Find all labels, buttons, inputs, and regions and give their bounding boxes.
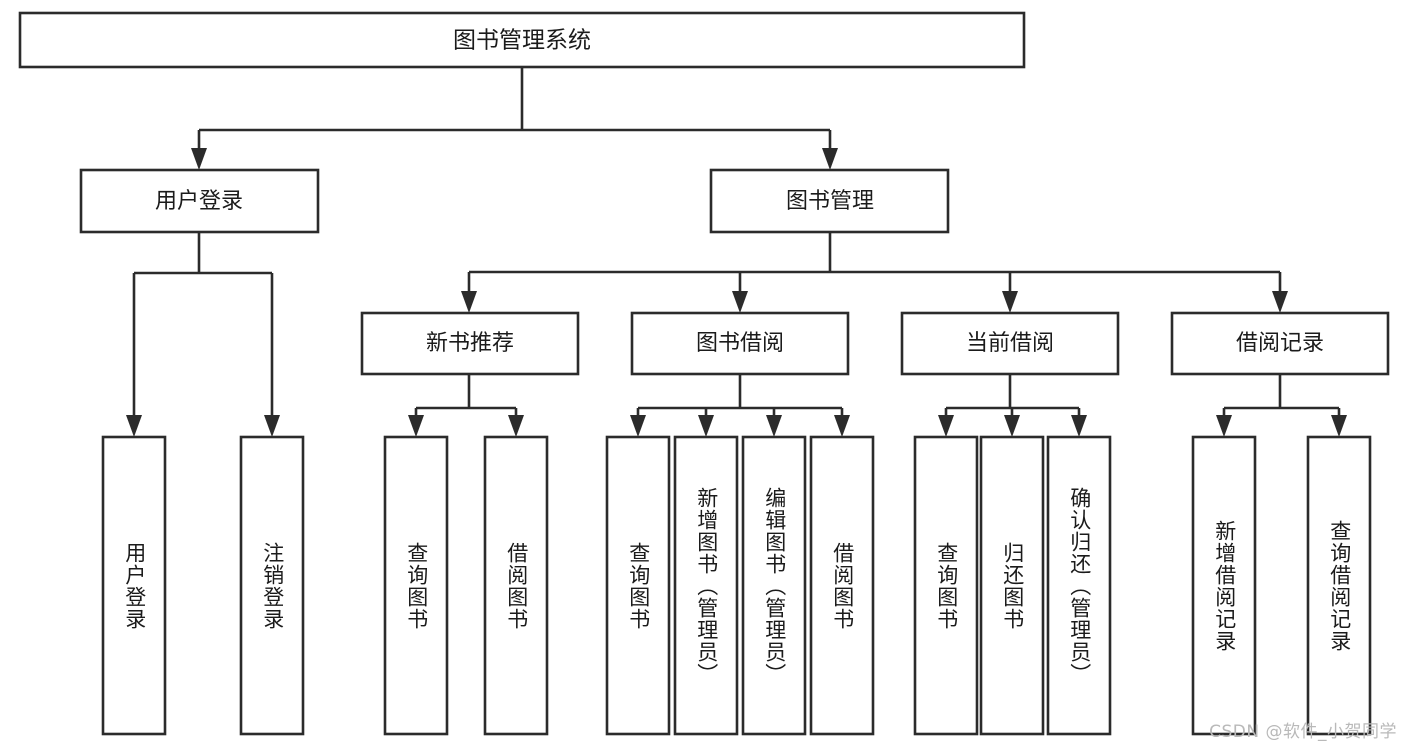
leaf-box-br-query-record[interactable] — [1306, 435, 1372, 736]
leaf-box-layer — [101, 435, 1372, 736]
node-book-borrow-box[interactable] — [630, 311, 850, 376]
leaf-box-nbr-borrow-book[interactable] — [483, 435, 549, 736]
node-root-box[interactable] — [18, 11, 1026, 69]
arrow-head-to-book-mgmt — [822, 148, 838, 170]
arrow-head-bb-leaf2 — [698, 415, 714, 437]
arrow-head-nbr-leaf2 — [508, 415, 524, 437]
node-borrow-record-box[interactable] — [1170, 311, 1390, 376]
arrow-head-bb-leaf1 — [630, 415, 646, 437]
node-borrow-record[interactable]: 借阅记录 — [1170, 311, 1390, 376]
arrow-head-br-leaf1 — [1216, 415, 1232, 437]
leaf-box-bb-borrow-book[interactable] — [809, 435, 875, 736]
leaf-box-logout[interactable] — [239, 435, 305, 736]
node-new-book-recommend[interactable]: 新书推荐 — [360, 311, 580, 376]
arrow-head-borrow-record — [1272, 291, 1288, 313]
node-current-borrow[interactable]: 当前借阅 — [900, 311, 1120, 376]
leaf-box-cb-return-book[interactable] — [979, 435, 1045, 736]
node-user-login[interactable]: 用户登录 — [79, 168, 320, 234]
leaf-box-nbr-query-book[interactable] — [383, 435, 449, 736]
arrow-head-nbr-leaf1 — [408, 415, 424, 437]
leaf-box-br-add-record[interactable] — [1191, 435, 1257, 736]
node-new-book-recommend-label: 新书推荐 — [426, 331, 514, 356]
leaf-box-cb-confirm-return-admin[interactable] — [1046, 435, 1112, 736]
arrow-head-br-leaf2 — [1331, 415, 1347, 437]
node-borrow-record-label: 借阅记录 — [1236, 331, 1324, 356]
node-user-login-label: 用户登录 — [155, 189, 243, 214]
node-current-borrow-label: 当前借阅 — [966, 331, 1054, 356]
arrow-head-to-user-login — [191, 148, 207, 170]
arrow-head-cb-leaf3 — [1071, 415, 1087, 437]
arrow-head-user-leaf2 — [264, 415, 280, 437]
node-user-login-box[interactable] — [79, 168, 320, 234]
connector-layer — [126, 67, 1347, 437]
leaf-box-user-login[interactable] — [101, 435, 167, 736]
node-new-book-recommend-box[interactable] — [360, 311, 580, 376]
node-book-borrow[interactable]: 图书借阅 — [630, 311, 850, 376]
arrow-head-new-book — [461, 291, 477, 313]
node-book-management-label: 图书管理 — [786, 189, 874, 214]
node-book-management-box[interactable] — [709, 168, 950, 234]
arrow-head-bb-leaf4 — [834, 415, 850, 437]
node-root-label: 图书管理系统 — [453, 28, 591, 54]
leaf-box-bb-edit-book-admin[interactable] — [741, 435, 807, 736]
arrow-head-cb-leaf2 — [1004, 415, 1020, 437]
leaf-box-bb-add-book-admin[interactable] — [673, 435, 739, 736]
arrow-head-user-leaf1 — [126, 415, 142, 437]
node-root-book-management-system[interactable]: 图书管理系统 — [18, 11, 1026, 69]
arrow-head-bb-leaf3 — [766, 415, 782, 437]
arrow-head-current-borrow — [1002, 291, 1018, 313]
leaf-box-bb-query-book[interactable] — [605, 435, 671, 736]
arrow-head-book-borrow — [732, 291, 748, 313]
arrow-head-cb-leaf1 — [938, 415, 954, 437]
node-book-management[interactable]: 图书管理 — [709, 168, 950, 234]
node-current-borrow-box[interactable] — [900, 311, 1120, 376]
node-book-borrow-label: 图书借阅 — [696, 331, 784, 356]
watermark: CSDN @软件_小贺同学 — [1209, 722, 1397, 742]
leaf-box-cb-query-book[interactable] — [913, 435, 979, 736]
